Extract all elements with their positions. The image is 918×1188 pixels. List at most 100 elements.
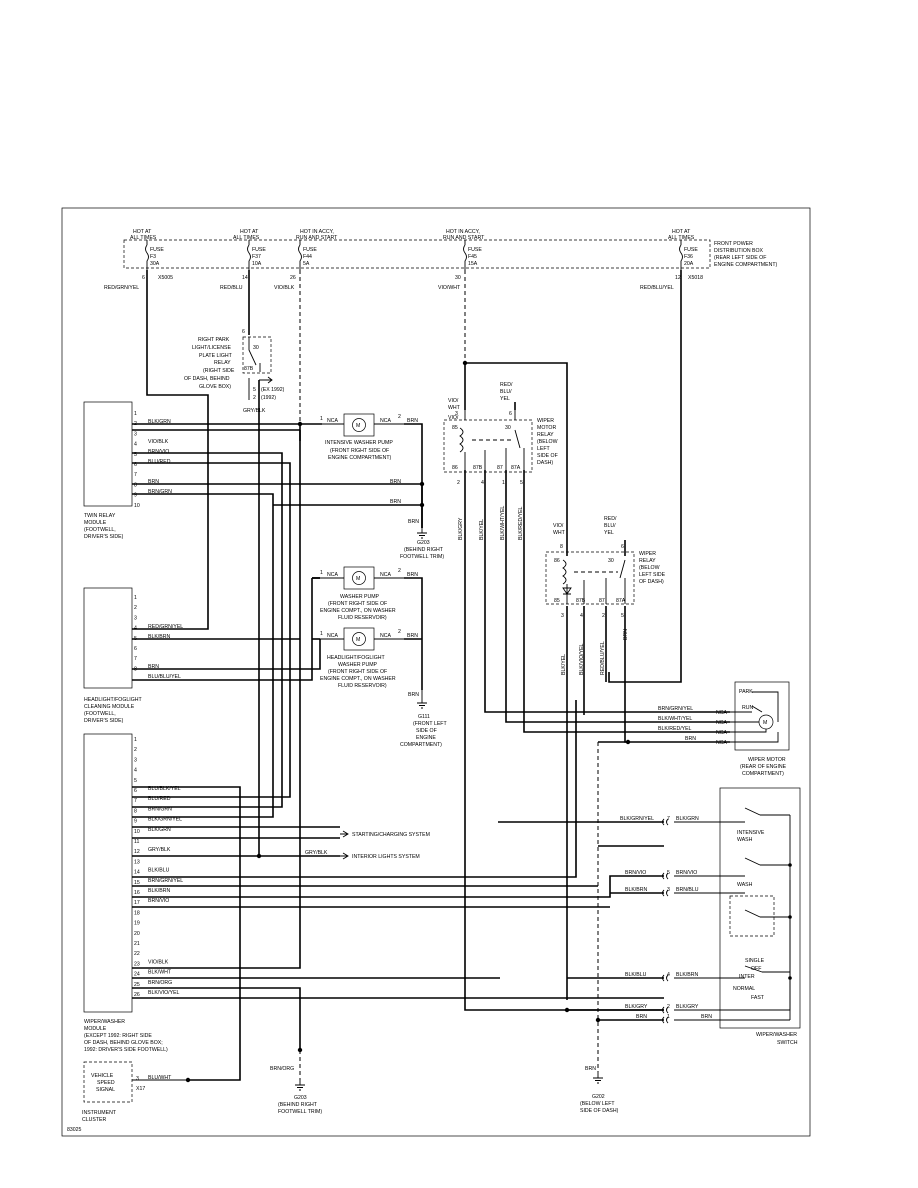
intensive-pump-pin-2: 2 bbox=[398, 414, 401, 420]
twin-relay-label-3: (FOOTWELL, bbox=[84, 527, 116, 533]
headlight-module-box bbox=[83, 587, 133, 689]
wwm-wire-pin-25: BRN/ORG bbox=[148, 980, 172, 986]
wiper-motor-label-2: (REAR OF ENGINE bbox=[740, 764, 787, 770]
wm-nca-3: NCA bbox=[716, 730, 727, 736]
wwm-pin-21: 21 bbox=[134, 941, 140, 947]
fuse-f37-hot-2: ALL TIMES bbox=[233, 235, 260, 241]
fuse-f37-amp: 10A bbox=[252, 261, 262, 267]
fuse-f3-wire: RED/GRN/YEL bbox=[104, 285, 139, 291]
wwm-pin-9: 9 bbox=[134, 819, 137, 825]
g202-label-1: G202 bbox=[592, 1094, 605, 1100]
wmr-top-red: RED/ bbox=[500, 382, 513, 388]
wr-top-vio: VIO/ bbox=[553, 523, 564, 529]
wr-bwire-red-blu-yel: RED/BLU/YEL bbox=[600, 641, 606, 675]
headlight-pump-nca-1: NCA bbox=[327, 633, 338, 639]
sw-conn-3-pin: 3 bbox=[667, 887, 670, 893]
wr-bpin-3: 3 bbox=[561, 613, 564, 619]
fuse-f45-hot-2: RUN AND START bbox=[443, 235, 485, 241]
wmr-top-vio: VIO/ bbox=[448, 415, 459, 421]
ground-g203-bottom: BRN/ORG G203 (BEHIND RIGHT FOOTWELL TRIM… bbox=[270, 1047, 322, 1115]
fuse-box-label-4: ENGINE COMPARTMENT) bbox=[714, 262, 777, 268]
park-relay-label-6: OF DASH, BEHIND bbox=[184, 376, 230, 382]
fuse-f3-amp: 30A bbox=[150, 261, 160, 267]
wmr-bwire-blk-red-yel: BLK/RED/YEL bbox=[518, 506, 524, 540]
wwm-pin-18: 18 bbox=[134, 910, 140, 916]
intensive-pump-wire: BRN bbox=[407, 418, 418, 424]
bus-brn-4: BRN bbox=[408, 692, 419, 698]
wr-inner-87a: 87A bbox=[616, 598, 626, 604]
wr-inner-85: 85 bbox=[554, 598, 560, 604]
intensive-pump-nca-1: NCA bbox=[327, 418, 338, 424]
park-relay-label-5: (RIGHT SIDE bbox=[203, 368, 235, 374]
wmr-bwire-blk-wht-yel: BLK/WHT/YEL bbox=[500, 506, 506, 540]
headlight-module-pin-8: 8 bbox=[134, 666, 137, 672]
switch-pos-fast: FAST bbox=[751, 995, 765, 1001]
wmr-bpin-4: 4 bbox=[481, 480, 484, 486]
fuse-f3-id: F3 bbox=[150, 254, 156, 260]
g202-wire: BRN bbox=[585, 1066, 596, 1072]
wiper-motor: PARK RUN M BRN/GRN/YEL BLK/WHT/YEL BLK/R… bbox=[658, 681, 790, 777]
wwm-pin-20: 20 bbox=[134, 931, 140, 937]
intensive-pump-label-1: INTENSIVE WASHER PUMP bbox=[325, 440, 393, 446]
sw-conn-1-pin: 1 bbox=[667, 1014, 670, 1020]
wwm-pin-3: 3 bbox=[134, 757, 137, 763]
fuse-box-label-3: (REAR LEFT SIDE OF bbox=[714, 255, 766, 261]
wwm-label-4: OF DASH, BEHIND GLOVE BOX; bbox=[84, 1040, 163, 1046]
fuse-f3-hot-1: HOT AT bbox=[133, 229, 152, 235]
g111-label-2: (FRONT LEFT bbox=[413, 721, 447, 727]
twin-relay-label-4: DRIVER'S SIDE) bbox=[84, 534, 124, 540]
washer-pump-nca-1: NCA bbox=[327, 572, 338, 578]
park-relay-label-1: RIGHT PARK bbox=[198, 337, 230, 343]
wr-label-3: (BELOW bbox=[639, 565, 660, 571]
washer-pump-label-2: (FRONT RIGHT SIDE OF bbox=[328, 601, 387, 607]
gry-blk-right-label: GRY/BLK bbox=[305, 850, 328, 856]
wwm-wire-pin-17: BRN/VIO bbox=[148, 898, 169, 904]
wwm-label-2: MODULE bbox=[84, 1026, 107, 1032]
intensive-pump-pin-1: 1 bbox=[320, 416, 323, 422]
wwm-wire-pin-8: BRN/GRN bbox=[148, 806, 172, 812]
wm-wire-blk-red-yel: BLK/RED/YEL bbox=[658, 726, 692, 732]
sw-conn-7-right: BLK/GRN bbox=[676, 816, 699, 822]
wwm-wire-pin-9: BLK/GRN/YEL bbox=[148, 817, 182, 823]
fuse-f3-pin: 6 bbox=[142, 275, 145, 281]
headlight-pump-label-2: WASHER PUMP bbox=[338, 662, 378, 668]
wwm-wire-pin-15: BRN/GRN/YEL bbox=[148, 878, 183, 884]
headlight-pump-nca-2: NCA bbox=[380, 633, 391, 639]
g111-label-3: SIDE OF bbox=[416, 728, 437, 734]
intensive-pump-nca-2: NCA bbox=[380, 418, 391, 424]
ground-g111: G111 (FRONT LEFT SIDE OF ENGINE COMPARTM… bbox=[400, 690, 447, 748]
twin-relay-pin-10: 10 bbox=[134, 503, 140, 509]
washer-pump-pin-2: 2 bbox=[398, 568, 401, 574]
wwm-wire-pin-7: BLU/RED bbox=[148, 796, 171, 802]
g203-bottom-label-3: FOOTWELL TRIM) bbox=[278, 1109, 322, 1115]
twin-wire-blk-grn: BLK/GRN bbox=[148, 419, 171, 425]
instrument-cluster: VEHICLE SPEED SIGNAL 3 X17 BLU/WHT INSTR… bbox=[82, 1061, 191, 1123]
wmr-label-3: RELAY bbox=[537, 432, 554, 438]
g203-top-label-3: FOOTWELL TRIM) bbox=[400, 554, 444, 560]
headlight-module-label-3: (FOOTWELL, bbox=[84, 711, 116, 717]
wmr-label-5: LEFT bbox=[537, 446, 551, 452]
wmr-bpin-2: 2 bbox=[457, 480, 460, 486]
wr-bpin-5: 5 bbox=[621, 613, 624, 619]
sw-conn-3-right: BRN/BLU bbox=[676, 887, 699, 893]
g203-bottom-label-1: G203 bbox=[294, 1095, 307, 1101]
wiper-motor-run: RUN bbox=[742, 705, 753, 711]
fuse-f36-name: FUSE bbox=[684, 247, 698, 253]
park-light-relay: 6 30 87B RIGHT PARK LIGHT/LICENSE PLATE … bbox=[184, 329, 285, 414]
head-wire-brn: BRN bbox=[148, 664, 159, 670]
bus-brn-3: BRN bbox=[408, 519, 419, 525]
wwm-label-3: (EXCEPT 1992: RIGHT SIDE bbox=[84, 1033, 152, 1039]
wwm-pin-11: 11 bbox=[134, 839, 139, 845]
headlight-pump-label-3: (FRONT RIGHT SIDE OF bbox=[328, 669, 387, 675]
fuse-f37-wire: RED/BLU bbox=[220, 285, 243, 291]
wr-pin-6: 6 bbox=[621, 544, 624, 550]
sw-conn-1-left: BRN bbox=[636, 1014, 647, 1020]
fuse-f44-amp: 5A bbox=[303, 261, 310, 267]
headlight-washer-pump: M 1 NCA NCA 2 BRN HEADLIGHT/FOGLIGHT WAS… bbox=[320, 627, 418, 689]
wmr-inner-87b: 87B bbox=[473, 465, 483, 471]
wiper-relay: VIO/ WHT RED/ BLU/ YEL 8 6 86 30 85 87B … bbox=[545, 516, 666, 675]
intensive-washer-pump: M 1 NCA NCA 2 BRN INTENSIVE WASHER PUMP … bbox=[320, 413, 418, 461]
wwm-pin-25: 25 bbox=[134, 982, 140, 988]
fuse-f36-hot-2: ALL TIMES bbox=[668, 235, 695, 241]
